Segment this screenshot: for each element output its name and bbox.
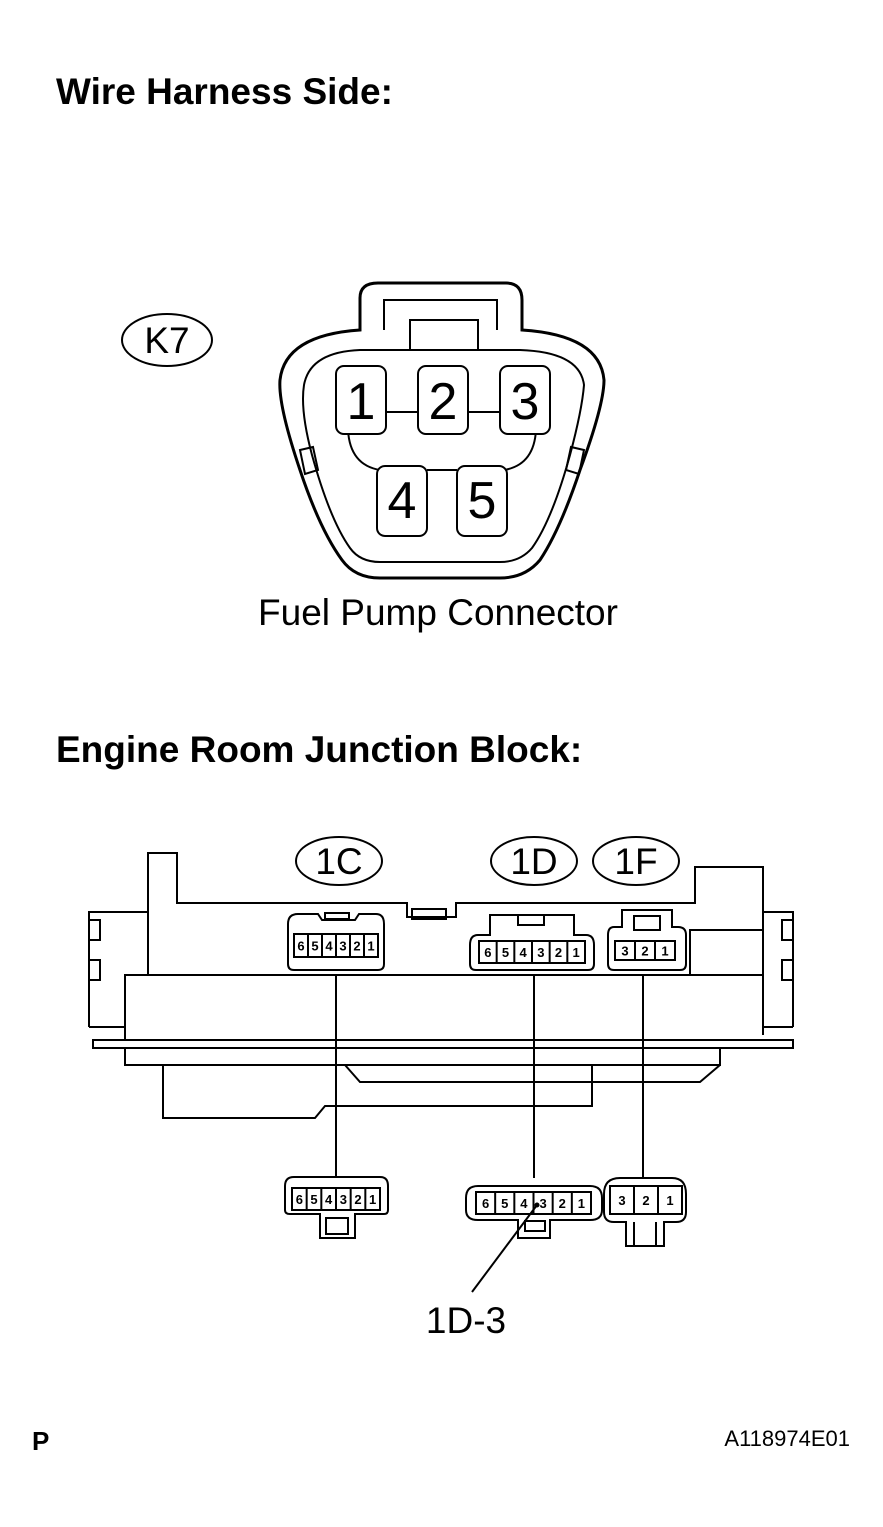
junction-pin-label: 5 xyxy=(311,939,318,954)
connector-code-ellipse xyxy=(295,836,383,886)
pin-label: 5 xyxy=(468,472,497,530)
junction-pin-label: 3 xyxy=(340,1192,347,1207)
junction-pin-label: 4 xyxy=(520,945,528,960)
connector-code-ellipse xyxy=(490,836,578,886)
junction-pin-label: 4 xyxy=(520,1196,528,1211)
heading-wire-harness-side: Wire Harness Side: xyxy=(56,71,393,112)
connector-code-1f: 1F xyxy=(614,841,657,882)
junction-pin-label: 3 xyxy=(537,945,544,960)
pin-cavity-2 xyxy=(417,365,469,435)
connector-housing-inner xyxy=(302,349,586,563)
pin-cavity-3 xyxy=(499,365,551,435)
junction-pin-label: 2 xyxy=(353,939,360,954)
junction-pin-label: 6 xyxy=(296,1192,303,1207)
connector-1f-harness: 3 2 1 xyxy=(603,1177,687,1247)
fuel-pump-connector: K7 1 2 3 4 5 Fuel Pump Connector xyxy=(121,281,618,633)
junction-pin-label: 1 xyxy=(661,944,668,959)
junction-pin-label: 4 xyxy=(325,1192,333,1207)
junction-pin-label: 2 xyxy=(642,1193,649,1208)
pin-cavity-4 xyxy=(376,465,428,537)
locking-tab xyxy=(383,299,498,330)
side-notch-right xyxy=(564,445,586,476)
connector-code-k7: K7 xyxy=(144,320,189,361)
side-notch-left xyxy=(298,445,320,476)
callout-point xyxy=(534,1202,540,1208)
cavity-guide-right xyxy=(503,429,537,471)
junction-pin-label: 3 xyxy=(621,944,628,959)
junction-pin-label: 2 xyxy=(555,945,562,960)
junction-pin-label: 3 xyxy=(339,939,346,954)
heading-engine-room-junction-block: Engine Room Junction Block: xyxy=(56,729,582,770)
block-lower-frame xyxy=(124,1048,721,1066)
junction-pin-label: 1 xyxy=(369,1192,376,1207)
block-lower-lip xyxy=(344,1064,721,1083)
fuel-pump-caption: Fuel Pump Connector xyxy=(258,592,618,633)
block-housing-top xyxy=(147,852,764,1035)
junction-pin-label: 1 xyxy=(666,1193,673,1208)
block-slot xyxy=(411,908,447,920)
block-bottom-tab xyxy=(162,1065,593,1119)
junction-pin-label: 1 xyxy=(573,945,580,960)
connector-code-ellipse xyxy=(592,836,680,886)
junction-pin-label: 5 xyxy=(501,1196,508,1211)
cavity-guide-left xyxy=(347,429,381,471)
block-inner-deck xyxy=(124,974,763,1040)
pin-label: 1 xyxy=(347,373,376,431)
callout-leader xyxy=(471,1204,538,1293)
block-inner-step xyxy=(689,929,763,975)
junction-pin-label: 1 xyxy=(367,939,374,954)
junction-pin-label: 5 xyxy=(310,1192,317,1207)
connector-code-1d: 1D xyxy=(510,841,557,882)
pin-label: 3 xyxy=(511,373,540,431)
junction-pin-label: 6 xyxy=(484,945,491,960)
page-code: P xyxy=(32,1426,49,1456)
connector-code-1c: 1C xyxy=(315,841,362,882)
pin-label: 2 xyxy=(429,373,458,431)
junction-pin-label: 3 xyxy=(539,1196,546,1211)
connector-housing-outer xyxy=(278,281,606,580)
junction-pin-label: 2 xyxy=(641,944,648,959)
junction-pin-label: 5 xyxy=(502,945,509,960)
pin-cavity-5 xyxy=(456,465,508,537)
junction-pin-label: 1 xyxy=(578,1196,585,1211)
junction-pin-label: 2 xyxy=(559,1196,566,1211)
junction-pin-label: 6 xyxy=(297,939,304,954)
pin-cavity-1 xyxy=(335,365,387,435)
pin-label: 4 xyxy=(388,472,417,530)
junction-pin-label: 6 xyxy=(482,1196,489,1211)
connector-code-ellipse xyxy=(121,313,213,367)
block-housing-left xyxy=(88,911,148,1027)
junction-pin-label: 3 xyxy=(618,1193,625,1208)
junction-pin-label: 2 xyxy=(354,1192,361,1207)
callout-label: 1D-3 xyxy=(426,1300,506,1341)
illustration-id: A118974E01 xyxy=(724,1426,850,1451)
block-rail xyxy=(92,1039,794,1049)
block-housing-right xyxy=(763,911,794,1027)
junction-pin-label: 4 xyxy=(325,939,333,954)
locking-tab-inner xyxy=(409,319,479,351)
